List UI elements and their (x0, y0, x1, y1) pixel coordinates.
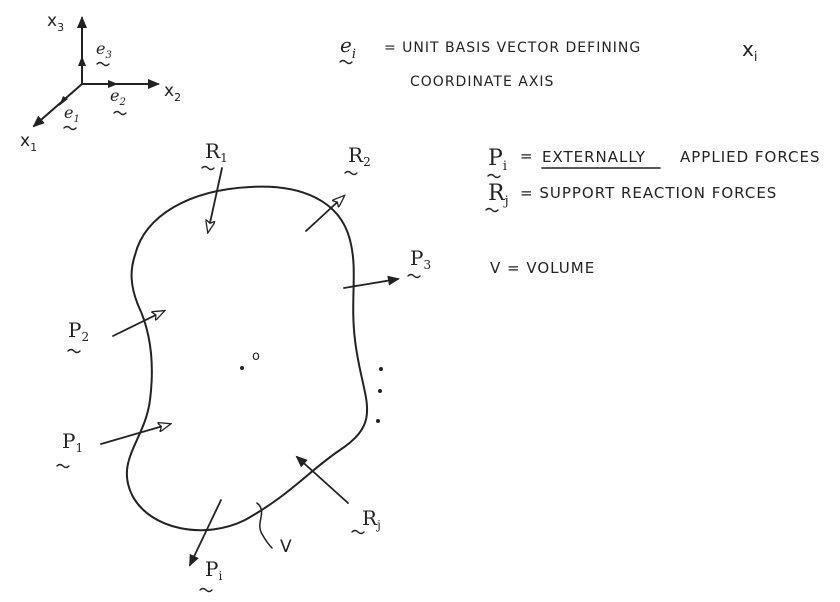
R1-arrow (208, 167, 223, 232)
P3-label: P3 (410, 246, 431, 272)
P2-arrow (112, 311, 164, 337)
x1-axis-arrow (32, 83, 83, 128)
R2-tilde (344, 170, 358, 176)
R1-label: R1 (205, 139, 228, 165)
P1-arrow (100, 424, 170, 445)
r-definition: = SUPPORT REACTION FORCES (520, 184, 777, 202)
e2-tilde (113, 110, 127, 116)
P3-arrow (343, 275, 400, 289)
p-externally-text: EXTERNALLY (542, 148, 646, 166)
P1-tilde (56, 463, 70, 469)
p-i-tilde (487, 173, 501, 179)
e1-tilde (63, 125, 77, 131)
e3-label: e3 (96, 39, 112, 61)
force-vectors (100, 167, 400, 567)
e2-arrowhead (108, 80, 118, 88)
p-i-symbol: Pi (488, 146, 507, 174)
P2-tilde (67, 348, 81, 354)
p-definition-rest: APPLIED FORCES (680, 148, 821, 166)
P1-label: P1 (62, 429, 83, 455)
Rj-tilde (351, 529, 365, 535)
e1-label: e1 (64, 103, 80, 125)
Pi-tilde (199, 587, 213, 593)
e3-tilde (96, 61, 110, 67)
e2-label: e2 (110, 86, 126, 108)
e-definition-line1: = UNIT BASIS VECTOR DEFINING (384, 40, 641, 56)
coordinate-triad: x3 x2 x1 e3 e2 e1 (20, 11, 181, 154)
Rj-label: Rj (362, 506, 381, 532)
r-j-symbol: Rj (488, 181, 509, 209)
volume-leader (256, 502, 273, 549)
e3-arrowhead (78, 56, 86, 66)
x1-label: x1 (20, 131, 37, 154)
ellipsis-dot-2 (378, 389, 382, 393)
v-definition: V = VOLUME (490, 259, 595, 277)
Rj-arrow (295, 455, 349, 504)
e1-arrowhead (59, 96, 68, 106)
Pi-label: Pi (205, 557, 222, 583)
R2-label: R2 (348, 143, 371, 169)
r-j-tilde (485, 207, 499, 213)
P2-label: P2 (68, 318, 89, 344)
origin-label: o (252, 349, 260, 364)
origin-dot (240, 366, 244, 370)
R2-arrow (305, 196, 344, 232)
e-definition-line2: COORDINATE AXIS (410, 74, 554, 90)
ellipsis-dot-1 (379, 367, 383, 371)
body-outline (125, 185, 369, 532)
e-i-symbol: ei (340, 33, 356, 62)
definitions: ei = UNIT BASIS VECTOR DEFINING xi COORD… (339, 33, 821, 277)
R1-tilde (201, 165, 215, 171)
Pi-arrow (189, 499, 222, 567)
ellipsis-dot-3 (376, 419, 380, 423)
volume-label: V (280, 537, 292, 557)
P3-tilde (407, 273, 421, 279)
x2-label: x2 (164, 81, 181, 104)
x3-label: x3 (47, 11, 64, 34)
p-equals: = (520, 147, 533, 165)
force-labels: R1 R2 P3 P2 P1 Pi Rj (56, 139, 431, 593)
e-i-tilde (339, 59, 353, 65)
x-i-symbol: xi (742, 37, 757, 65)
